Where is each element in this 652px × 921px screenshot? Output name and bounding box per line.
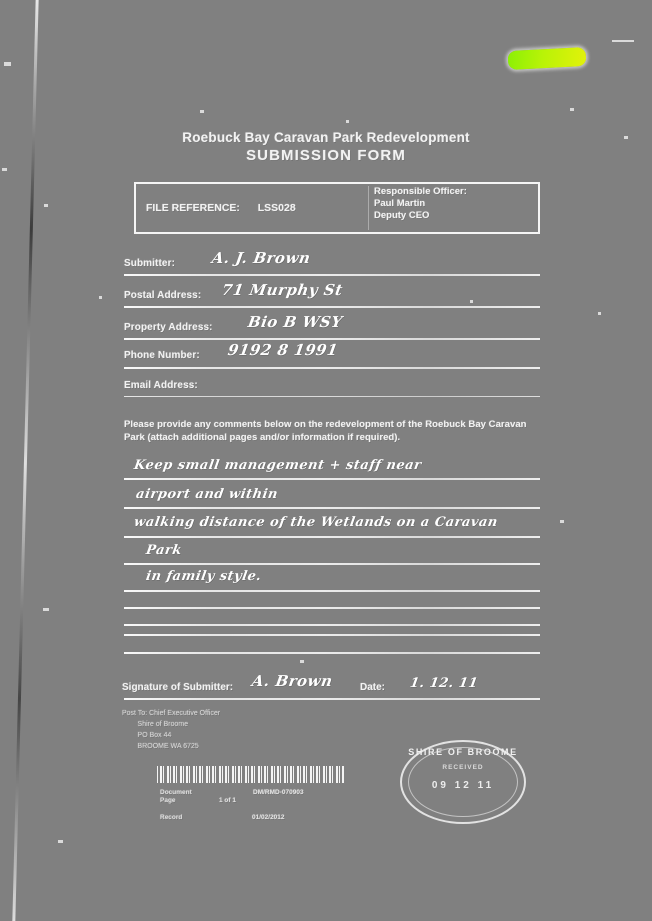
- value-phone-number-wrap: 9192 8 1991: [226, 341, 340, 361]
- record-label: Record: [160, 814, 183, 821]
- responsible-officer-label: Responsible Officer:: [374, 186, 467, 197]
- commentline-8: [124, 634, 540, 636]
- file-reference-value: LSS028: [257, 202, 296, 214]
- commentline-1: [124, 478, 540, 480]
- label-email-address: Email Address:: [124, 380, 198, 391]
- scan-speck: [346, 120, 349, 123]
- signature-value: A. Brown: [250, 672, 334, 690]
- highlighter-annotation: [507, 46, 587, 71]
- scan-speck: [624, 136, 628, 139]
- value-property-address: Bio B WSY: [246, 313, 344, 331]
- page-label: Page: [160, 797, 176, 804]
- scan-speck: [2, 168, 7, 171]
- commentline-7: [124, 624, 540, 626]
- comment-hand-4-wrap: Park: [144, 540, 184, 560]
- value-postal-address-wrap: 71 Murphy St: [220, 281, 345, 301]
- file-reference-label: FILE REFERENCE:: [146, 202, 240, 214]
- date-value-wrap: 1. 12. 11: [408, 673, 480, 693]
- label-phone-number: Phone Number:: [124, 350, 200, 361]
- comment-hand-1-wrap: Keep small management + staff near: [132, 455, 423, 475]
- scan-speck: [300, 660, 304, 663]
- value-property-address-wrap: Bio B WSY: [246, 313, 344, 333]
- page-value: 1 of 1: [219, 797, 236, 804]
- comment-hand-2-wrap: airport and within: [134, 484, 280, 504]
- fieldline-postal-address: [124, 306, 540, 308]
- commentline-3: [124, 536, 540, 538]
- label-submitter: Submitter:: [124, 258, 175, 269]
- ref-box-divider: [368, 186, 369, 230]
- date-value: 1. 12. 11: [408, 676, 480, 691]
- responsible-officer-group: Responsible Officer: Paul Martin Deputy …: [374, 186, 467, 222]
- record-value: 01/02/2012: [252, 814, 285, 821]
- document-title: Roebuck Bay Caravan Park Redevelopment: [182, 130, 470, 145]
- value-submitter-wrap: A. J. Brown: [210, 249, 312, 269]
- responsible-officer-name: Paul Martin: [374, 197, 426, 209]
- fieldline-email-address: [124, 396, 540, 397]
- scan-speck: [200, 110, 204, 113]
- fieldline-submitter: [124, 274, 540, 276]
- document-subtitle: SUBMISSION FORM: [246, 147, 406, 164]
- scan-speck: [99, 296, 102, 299]
- scan-speck: [570, 108, 574, 111]
- received-stamp: SHIRE OF BROOME RECEIVED 09 12 11: [400, 740, 526, 824]
- value-submitter: A. J. Brown: [210, 249, 312, 267]
- commentline-4: [124, 563, 540, 565]
- scan-speck: [612, 40, 634, 42]
- fieldline-phone-number: [124, 367, 540, 369]
- stamp-inner-ring: [408, 747, 518, 817]
- comment-hand-5-wrap: in family style.: [144, 566, 263, 586]
- stamp-shire-text: SHIRE OF BROOME: [408, 747, 518, 757]
- commentline-6: [124, 607, 540, 609]
- scan-speck: [58, 840, 63, 843]
- comment-hand-5: in family style.: [144, 569, 263, 584]
- return-address-block: Post To: Chief Executive Officer Shire o…: [122, 710, 221, 750]
- stamp-outer-ring: [400, 740, 526, 824]
- comment-hand-1: Keep small management + staff near: [132, 458, 423, 473]
- comments-instruction: Please provide any comments below on the…: [124, 419, 527, 443]
- comment-hand-2: airport and within: [134, 487, 280, 502]
- barcode: [157, 766, 345, 783]
- file-reference-box: FILE REFERENCE: LSS028 Responsible Offic…: [134, 182, 540, 234]
- fieldline-property-address: [124, 338, 540, 340]
- signature-value-wrap: A. Brown: [250, 672, 334, 692]
- date-label: Date:: [360, 682, 386, 693]
- commentline-9: [124, 652, 540, 654]
- signature-rule: [124, 698, 540, 700]
- file-reference-group: FILE REFERENCE: LSS028: [146, 202, 296, 215]
- stamp-date-text: 09 12 11: [431, 780, 495, 791]
- comment-hand-4: Park: [144, 543, 184, 558]
- scan-speck: [470, 300, 473, 303]
- commentline-5: [124, 590, 540, 592]
- label-property-address: Property Address:: [124, 322, 213, 333]
- signature-label: Signature of Submitter:: [122, 682, 234, 693]
- value-phone-number: 9192 8 1991: [226, 341, 340, 359]
- scan-speck: [598, 312, 601, 315]
- value-postal-address: 71 Murphy St: [220, 281, 345, 299]
- doc-value: DM/RMD-070903: [253, 789, 304, 796]
- scan-speck: [44, 204, 48, 207]
- comment-hand-3-wrap: walking distance of the Wetlands on a Ca…: [132, 512, 499, 532]
- responsible-officer-title: Deputy CEO: [374, 209, 430, 221]
- label-postal-address: Postal Address:: [124, 290, 202, 301]
- scan-speck: [560, 520, 564, 523]
- scan-speck: [43, 608, 49, 611]
- comment-hand-3: walking distance of the Wetlands on a Ca…: [132, 515, 499, 530]
- stamp-received-text: RECEIVED: [442, 764, 484, 771]
- scan-speck: [4, 62, 11, 66]
- doc-label: Document: [160, 789, 192, 796]
- commentline-2: [124, 507, 540, 509]
